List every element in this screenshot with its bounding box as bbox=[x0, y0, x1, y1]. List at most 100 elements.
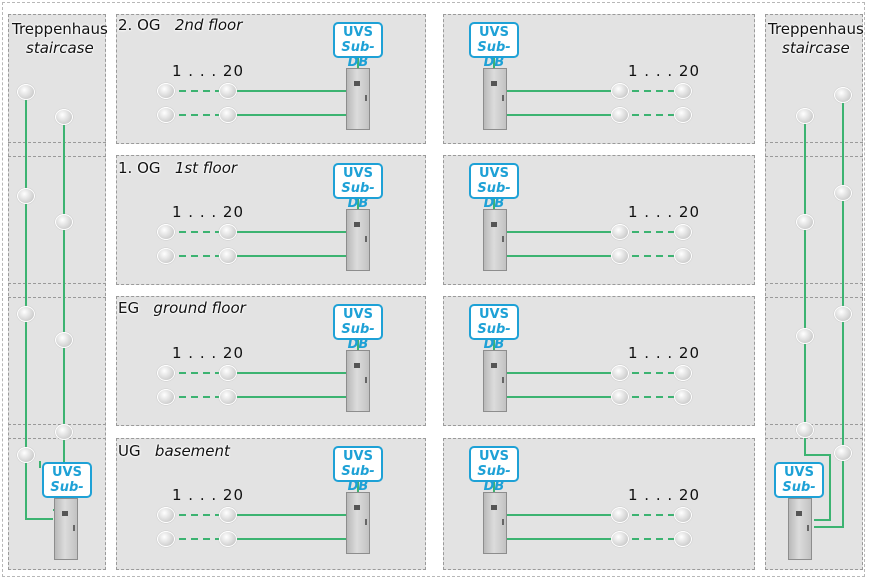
luminaire-icon bbox=[157, 83, 175, 99]
luminaire-icon bbox=[674, 507, 692, 523]
luminaire-icon bbox=[674, 224, 692, 240]
subdb-label-text: Sub-DB bbox=[477, 181, 511, 211]
luminaire-range-label: 1 . . . 20 bbox=[628, 486, 701, 504]
floor-label-1og: 1. OG 1st floor bbox=[118, 159, 237, 177]
distribution-cabinet-icon bbox=[346, 68, 370, 130]
distribution-cabinet-icon bbox=[346, 350, 370, 412]
distribution-cabinet-icon bbox=[483, 209, 507, 271]
luminaire-icon bbox=[674, 365, 692, 381]
luminaire-icon bbox=[611, 389, 629, 405]
luminaire-icon bbox=[611, 531, 629, 547]
luminaire-range-label: 1 . . . 20 bbox=[628, 203, 701, 221]
luminaire-icon bbox=[157, 365, 175, 381]
distribution-cabinet-icon bbox=[788, 498, 812, 560]
luminaire-icon bbox=[834, 185, 852, 201]
subdb-label-text: Sub-DB bbox=[341, 464, 375, 494]
luminaire-icon bbox=[834, 445, 852, 461]
luminaire-icon bbox=[611, 107, 629, 123]
distribution-cabinet-icon bbox=[483, 350, 507, 412]
floor-separator bbox=[765, 438, 863, 439]
luminaire-range-label: 1 . . . 20 bbox=[172, 486, 245, 504]
floor-label-eg: EG ground floor bbox=[118, 299, 246, 317]
luminaire-icon bbox=[674, 531, 692, 547]
luminaire-icon bbox=[834, 306, 852, 322]
staircase-left-subtitle-text: staircase bbox=[26, 39, 94, 57]
luminaire-range-label: 1 . . . 20 bbox=[172, 344, 245, 362]
luminaire-icon bbox=[219, 107, 237, 123]
subdb-label-text: Sub-DB bbox=[477, 322, 511, 352]
luminaire-range-label: 1 . . . 20 bbox=[628, 344, 701, 362]
luminaire-icon bbox=[219, 248, 237, 264]
uvs-label-text: UVS bbox=[479, 449, 509, 464]
luminaire-icon bbox=[17, 188, 35, 204]
uvs-label-text: UVS bbox=[343, 449, 373, 464]
floor-code: UG bbox=[118, 442, 141, 460]
luminaire-icon bbox=[674, 248, 692, 264]
uvs-label-text: UVS bbox=[479, 166, 509, 181]
luminaire-icon bbox=[834, 87, 852, 103]
luminaire-icon bbox=[674, 83, 692, 99]
floor-separator bbox=[765, 424, 863, 425]
luminaire-icon bbox=[219, 83, 237, 99]
staircase-right-title: Treppenhaus bbox=[768, 20, 864, 38]
luminaire-icon bbox=[55, 424, 73, 440]
uvs-label-text: UVS bbox=[784, 465, 814, 480]
floor-separator bbox=[8, 156, 106, 157]
uvs-label-text: UVS bbox=[479, 25, 509, 40]
floor-separator bbox=[8, 424, 106, 425]
floor-separator bbox=[765, 142, 863, 143]
luminaire-icon bbox=[611, 507, 629, 523]
luminaire-icon bbox=[157, 224, 175, 240]
staircase-left-subtitle: staircase bbox=[26, 39, 94, 57]
floor-separator bbox=[765, 283, 863, 284]
distribution-cabinet-icon bbox=[54, 498, 78, 560]
floor-label-ug: UG basement bbox=[118, 442, 230, 460]
luminaire-icon bbox=[611, 248, 629, 264]
floor-code: EG bbox=[118, 299, 140, 317]
luminaire-range-label: 1 . . . 20 bbox=[628, 62, 701, 80]
luminaire-range-label: 1 . . . 20 bbox=[172, 62, 245, 80]
luminaire-icon bbox=[611, 224, 629, 240]
riser-wire bbox=[804, 116, 831, 521]
floor-name: ground floor bbox=[153, 299, 246, 317]
subdb-label-text: Sub-DB bbox=[477, 40, 511, 70]
luminaire-icon bbox=[796, 328, 814, 344]
luminaire-icon bbox=[611, 365, 629, 381]
luminaire-icon bbox=[157, 107, 175, 123]
distribution-cabinet-icon bbox=[346, 492, 370, 554]
luminaire-icon bbox=[674, 107, 692, 123]
uvs-label-text: UVS bbox=[343, 307, 373, 322]
luminaire-icon bbox=[219, 389, 237, 405]
floor-code: 2. OG bbox=[118, 16, 161, 34]
luminaire-icon bbox=[219, 224, 237, 240]
luminaire-icon bbox=[157, 248, 175, 264]
subdb-label-text: Sub-DB bbox=[477, 464, 511, 494]
distribution-cabinet-icon bbox=[346, 209, 370, 271]
luminaire-icon bbox=[674, 389, 692, 405]
luminaire-icon bbox=[55, 214, 73, 230]
floor-separator bbox=[765, 156, 863, 157]
luminaire-icon bbox=[157, 531, 175, 547]
luminaire-icon bbox=[157, 507, 175, 523]
luminaire-icon bbox=[157, 389, 175, 405]
riser-wire bbox=[53, 117, 65, 511]
subdb-label-text: Sub-DB bbox=[341, 322, 375, 352]
luminaire-icon bbox=[17, 84, 35, 100]
floor-separator bbox=[765, 297, 863, 298]
distribution-cabinet-icon bbox=[483, 68, 507, 130]
floor-separator bbox=[8, 438, 106, 439]
luminaire-icon bbox=[219, 531, 237, 547]
riser-wire bbox=[25, 92, 53, 520]
floor-separator bbox=[8, 142, 106, 143]
